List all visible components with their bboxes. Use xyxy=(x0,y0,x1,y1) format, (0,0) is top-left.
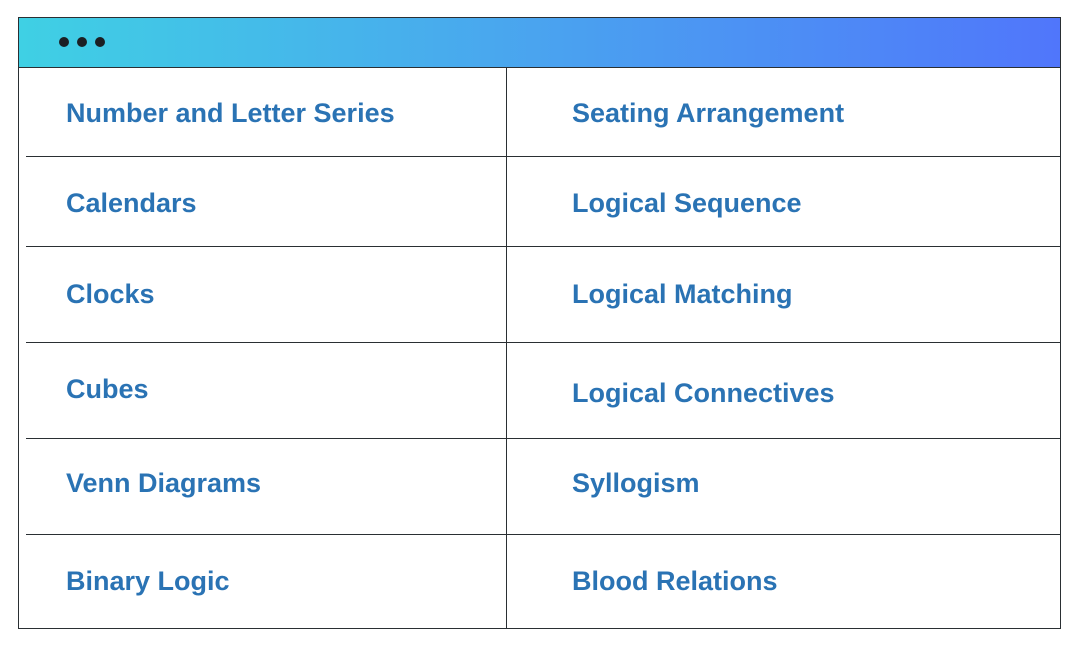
column-divider xyxy=(506,68,507,628)
topic-cell-right: Logical Matching xyxy=(572,279,793,309)
topic-cell-left: Clocks xyxy=(66,279,155,309)
window-controls xyxy=(59,37,105,47)
topic-cell-right: Logical Connectives xyxy=(572,378,835,408)
topic-cell-left: Venn Diagrams xyxy=(66,468,262,498)
window-dot-icon[interactable] xyxy=(95,37,105,47)
topic-cell-left: Cubes xyxy=(66,374,149,404)
window-dot-icon[interactable] xyxy=(77,37,87,47)
topic-cell-right: Logical Sequence xyxy=(572,188,802,218)
row-divider xyxy=(26,438,1060,439)
row-divider xyxy=(26,246,1060,247)
topics-table: Number and Letter Series Calendars Clock… xyxy=(26,68,1060,628)
topic-cell-left: Calendars xyxy=(66,188,197,218)
row-divider xyxy=(26,534,1060,535)
topic-cell-right: Seating Arrangement xyxy=(572,98,845,128)
row-divider xyxy=(26,156,1060,157)
row-divider xyxy=(26,342,1060,343)
topic-cell-right: Blood Relations xyxy=(572,566,778,596)
topic-cell-right: Syllogism xyxy=(572,468,700,498)
browser-window: Number and Letter Series Calendars Clock… xyxy=(18,17,1061,629)
topic-cell-left: Binary Logic xyxy=(66,566,230,596)
window-dot-icon[interactable] xyxy=(59,37,69,47)
window-titlebar xyxy=(19,18,1060,68)
topic-cell-left: Number and Letter Series xyxy=(66,98,395,128)
